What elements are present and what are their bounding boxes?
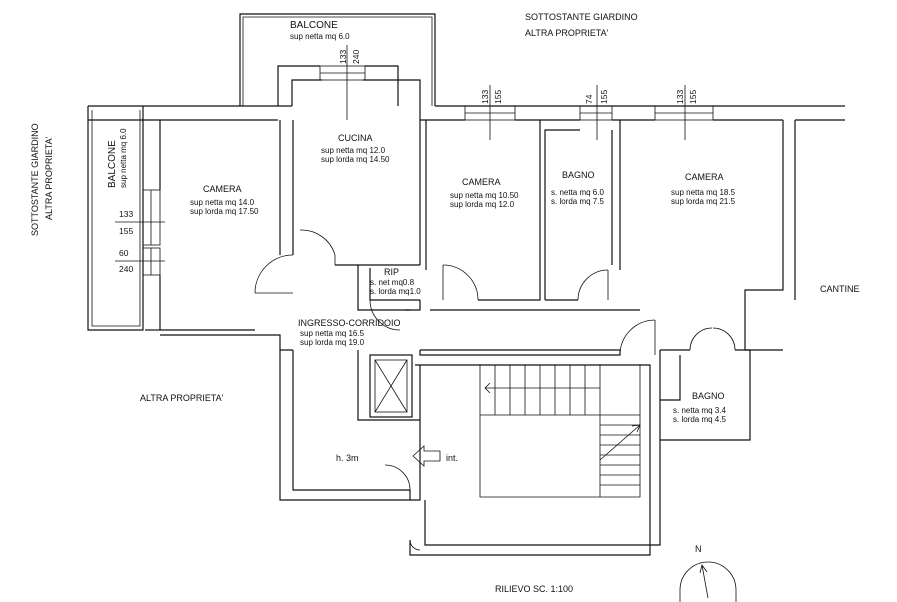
room-area-netta: sup netta mq 14.0 (190, 198, 255, 207)
room-area-netta: sup netta mq 10.50 (450, 191, 519, 200)
room-name: CAMERA (203, 184, 242, 194)
room-name: RIP (384, 267, 399, 277)
room-bagno-bottom: BAGNO s. netta mq 3.4 s. lorda mq 4.5 (673, 391, 726, 424)
label-sottostante-giardino-left: SOTTOSTANTE GIARDINO (30, 123, 40, 236)
room-area-lorda: sup lorda mq 17.50 (190, 207, 259, 216)
stairs (480, 365, 641, 497)
dim-camera-right-height: 155 (688, 90, 698, 104)
room-balcone-top: BALCONE sup netta mq 6.0 (290, 20, 350, 41)
room-balcone-left: BALCONE sup netta mq 6.0 (107, 128, 128, 188)
room-camera-left: CAMERA sup netta mq 14.0 sup lorda mq 17… (190, 184, 259, 216)
dim-camera-right-width: 133 (675, 90, 685, 104)
room-name: CAMERA (685, 172, 724, 182)
room-area-netta: s. netta mq 3.4 (673, 406, 726, 415)
room-area-netta: s. net mq0.8 (370, 278, 415, 287)
dim-left-window2-height: 240 (119, 264, 133, 274)
north-compass (679, 561, 737, 602)
label-entrance: int. (446, 453, 458, 463)
room-name: BAGNO (562, 170, 595, 180)
entrance-arrow-icon (412, 445, 441, 467)
room-cucina: CUCINA sup netta mq 12.0 sup lorda mq 14… (321, 133, 390, 164)
label-altra-proprieta-left: ALTRA PROPRIETA' (44, 136, 54, 220)
walls (87, 13, 845, 556)
label-scale: RILIEVO SC. 1:100 (495, 584, 573, 594)
dim-bagno-width: 74 (584, 94, 594, 104)
room-area-lorda: s. lorda mq1.0 (370, 287, 421, 296)
room-area-netta: s. netta mq 6.0 (551, 188, 604, 197)
room-name: BALCONE (107, 140, 118, 188)
room-name: BAGNO (692, 391, 725, 401)
room-area-netta: sup netta mq 18.5 (671, 188, 736, 197)
room-area-netta: sup netta mq 6.0 (290, 32, 350, 41)
room-area-netta: sup netta mq 6.0 (119, 128, 128, 188)
room-ingresso-corridoio: INGRESSO-CORRIDOIO sup netta mq 16.5 sup… (298, 318, 401, 347)
label-height: h. 3m (336, 453, 359, 463)
dim-left-window1-height: 155 (119, 226, 133, 236)
windows (142, 65, 714, 276)
label-altra-proprieta-bottom: ALTRA PROPRIETA' (140, 393, 224, 403)
room-name: CAMERA (462, 177, 501, 187)
dim-left-window2-width: 60 (119, 248, 129, 258)
dim-kitchen-width: 133 (338, 50, 348, 64)
room-bagno-top: BAGNO s. netta mq 6.0 s. lorda mq 7.5 (551, 170, 604, 206)
room-area-lorda: s. lorda mq 4.5 (673, 415, 726, 424)
room-area-lorda: sup lorda mq 19.0 (300, 338, 365, 347)
room-area-lorda: sup lorda mq 12.0 (450, 200, 515, 209)
room-area-lorda: s. lorda mq 7.5 (551, 197, 604, 206)
dimension-lines (115, 45, 686, 262)
label-cantine: CANTINE (820, 284, 860, 294)
label-sottostante-giardino-top: SOTTOSTANTE GIARDINO (525, 12, 638, 22)
label-north: N (695, 544, 702, 554)
room-camera-mid: CAMERA sup netta mq 10.50 sup lorda mq 1… (450, 177, 519, 209)
dim-camera-mid-height: 155 (493, 90, 503, 104)
room-area-netta: sup netta mq 12.0 (321, 146, 386, 155)
room-area-netta: sup netta mq 16.5 (300, 329, 365, 338)
room-area-lorda: sup lorda mq 14.50 (321, 155, 390, 164)
room-name: INGRESSO-CORRIDOIO (298, 318, 401, 328)
dim-kitchen-height: 240 (351, 50, 361, 64)
dim-left-window1-width: 133 (119, 209, 133, 219)
room-area-lorda: sup lorda mq 21.5 (671, 197, 736, 206)
room-camera-right: CAMERA sup netta mq 18.5 sup lorda mq 21… (671, 172, 736, 206)
label-altra-proprieta-top: ALTRA PROPRIETA' (525, 28, 609, 38)
dim-bagno-height: 155 (599, 90, 609, 104)
doors (254, 229, 736, 551)
room-name: CUCINA (338, 133, 373, 143)
dim-camera-mid-width: 133 (480, 90, 490, 104)
room-name: BALCONE (290, 20, 338, 31)
room-rip: RIP s. net mq0.8 s. lorda mq1.0 (370, 267, 421, 296)
